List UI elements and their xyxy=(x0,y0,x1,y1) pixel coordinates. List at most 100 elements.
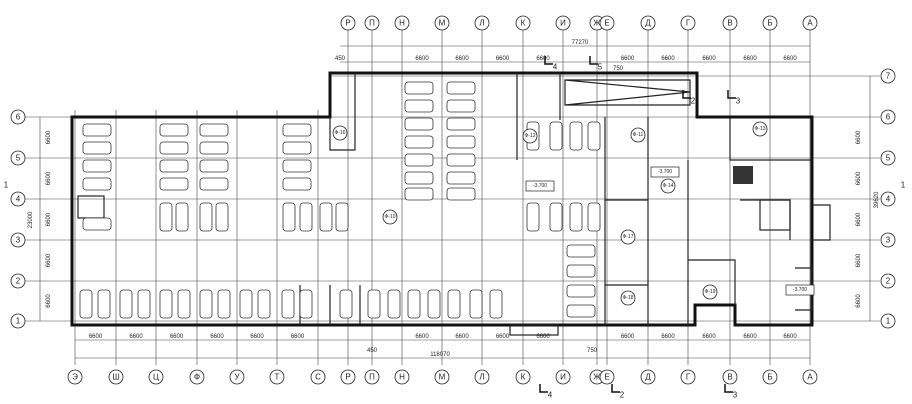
axis-bubble xyxy=(880,313,896,329)
axis-bubble xyxy=(762,15,778,31)
dimension-bay: 6600 xyxy=(455,56,469,62)
equipment-hatch xyxy=(733,166,753,184)
axis-bubble xyxy=(310,369,326,385)
dimension-bay: 6600 xyxy=(856,294,862,308)
parked-car xyxy=(549,202,563,232)
parked-car xyxy=(199,123,229,137)
section-label: 4 xyxy=(548,391,553,400)
axis-bubble xyxy=(394,15,410,31)
dimension-small: 750 xyxy=(587,348,598,354)
dimension-small: 450 xyxy=(335,56,346,62)
axis-label: Е xyxy=(604,19,609,28)
axis-bubble xyxy=(108,369,124,385)
parked-car xyxy=(447,289,461,319)
axis-label: Л xyxy=(479,19,484,28)
axis-bubble xyxy=(515,15,531,31)
parked-car xyxy=(319,202,333,232)
axis-bubble xyxy=(515,369,531,385)
parked-car xyxy=(404,153,434,167)
parked-car xyxy=(549,121,563,151)
parked-car xyxy=(335,202,349,232)
room-tag xyxy=(752,121,768,137)
room-tag xyxy=(702,284,718,300)
dimension-bay: 6600 xyxy=(783,56,797,62)
room-tag-label: Ф-14 xyxy=(662,183,673,189)
dimension-bay: 6600 xyxy=(89,334,103,340)
parked-car xyxy=(566,304,596,318)
dimension-bay: 6600 xyxy=(291,334,305,340)
room-tag xyxy=(620,229,636,245)
parked-car xyxy=(446,99,476,113)
axis-bubble xyxy=(599,15,615,31)
axis-bubble xyxy=(434,15,450,31)
axis-bubble xyxy=(10,273,26,289)
axis-bubble xyxy=(680,15,696,31)
axis-label: А xyxy=(807,19,813,28)
dimension-small: 450 xyxy=(367,348,378,354)
parked-car xyxy=(281,289,295,319)
level-mark-box xyxy=(525,180,555,192)
axis-label: Е xyxy=(604,373,609,382)
section-label: 3 xyxy=(733,391,738,400)
parked-car xyxy=(282,177,312,191)
parked-car xyxy=(446,187,476,201)
axis-bubble xyxy=(722,15,738,31)
axis-bubble xyxy=(680,369,696,385)
axis-label: 1 xyxy=(886,317,891,326)
axis-bubble xyxy=(880,191,896,207)
axis-label: 6 xyxy=(16,113,21,122)
section-side-label: 1 xyxy=(4,181,9,190)
axis-bubble xyxy=(340,369,356,385)
parked-car xyxy=(239,289,253,319)
parked-car xyxy=(282,159,312,173)
room-tag-label: Ф-12 xyxy=(524,133,535,139)
parked-car xyxy=(175,202,189,232)
axis-bubble xyxy=(880,68,896,84)
parked-car xyxy=(587,121,601,151)
parked-car xyxy=(404,81,434,95)
parked-car xyxy=(159,141,189,155)
axis-label: Э xyxy=(72,373,78,382)
axis-bubble xyxy=(880,150,896,166)
section-mark xyxy=(544,56,553,65)
parked-car xyxy=(387,289,401,319)
dimension-bay: 6600 xyxy=(856,171,862,185)
room-tag-label: Ф-17 xyxy=(622,234,633,240)
parked-car xyxy=(469,289,483,319)
axis-label: Ф xyxy=(194,373,200,382)
section-mark xyxy=(539,384,548,393)
dimension-bay: 6600 xyxy=(46,171,52,185)
dimension-bay: 6600 xyxy=(250,334,264,340)
axis-label: 3 xyxy=(886,236,891,245)
section-mark xyxy=(724,384,733,393)
axis-label: И xyxy=(560,19,566,28)
axis-label: Ж xyxy=(593,373,601,382)
axis-label: 5 xyxy=(886,154,891,163)
section-label: 2 xyxy=(691,97,696,106)
ramp xyxy=(564,79,691,106)
axis-label: К xyxy=(521,373,526,382)
axis-label: П xyxy=(369,373,375,382)
parked-car xyxy=(282,141,312,155)
parked-car xyxy=(257,289,271,319)
axis-label: Б xyxy=(767,373,772,382)
axis-label: 7 xyxy=(886,72,891,81)
parked-car xyxy=(119,289,133,319)
axis-label: У xyxy=(234,373,240,382)
axis-bubble xyxy=(474,15,490,31)
parked-car xyxy=(177,289,191,319)
dimension-total: 118070 xyxy=(430,352,450,358)
axis-label: 6 xyxy=(886,113,891,122)
parked-car xyxy=(159,123,189,137)
level-mark: -3.700 xyxy=(793,287,807,293)
dimension-bay: 6600 xyxy=(661,334,675,340)
axis-label: В xyxy=(727,373,732,382)
parked-car xyxy=(199,289,213,319)
axis-bubble xyxy=(722,369,738,385)
parking-spaces xyxy=(79,81,601,319)
parked-car xyxy=(82,159,112,173)
axis-label: И xyxy=(560,373,566,382)
axis-label: М xyxy=(439,373,446,382)
section-label: 4 xyxy=(553,63,558,72)
parked-car xyxy=(367,289,381,319)
